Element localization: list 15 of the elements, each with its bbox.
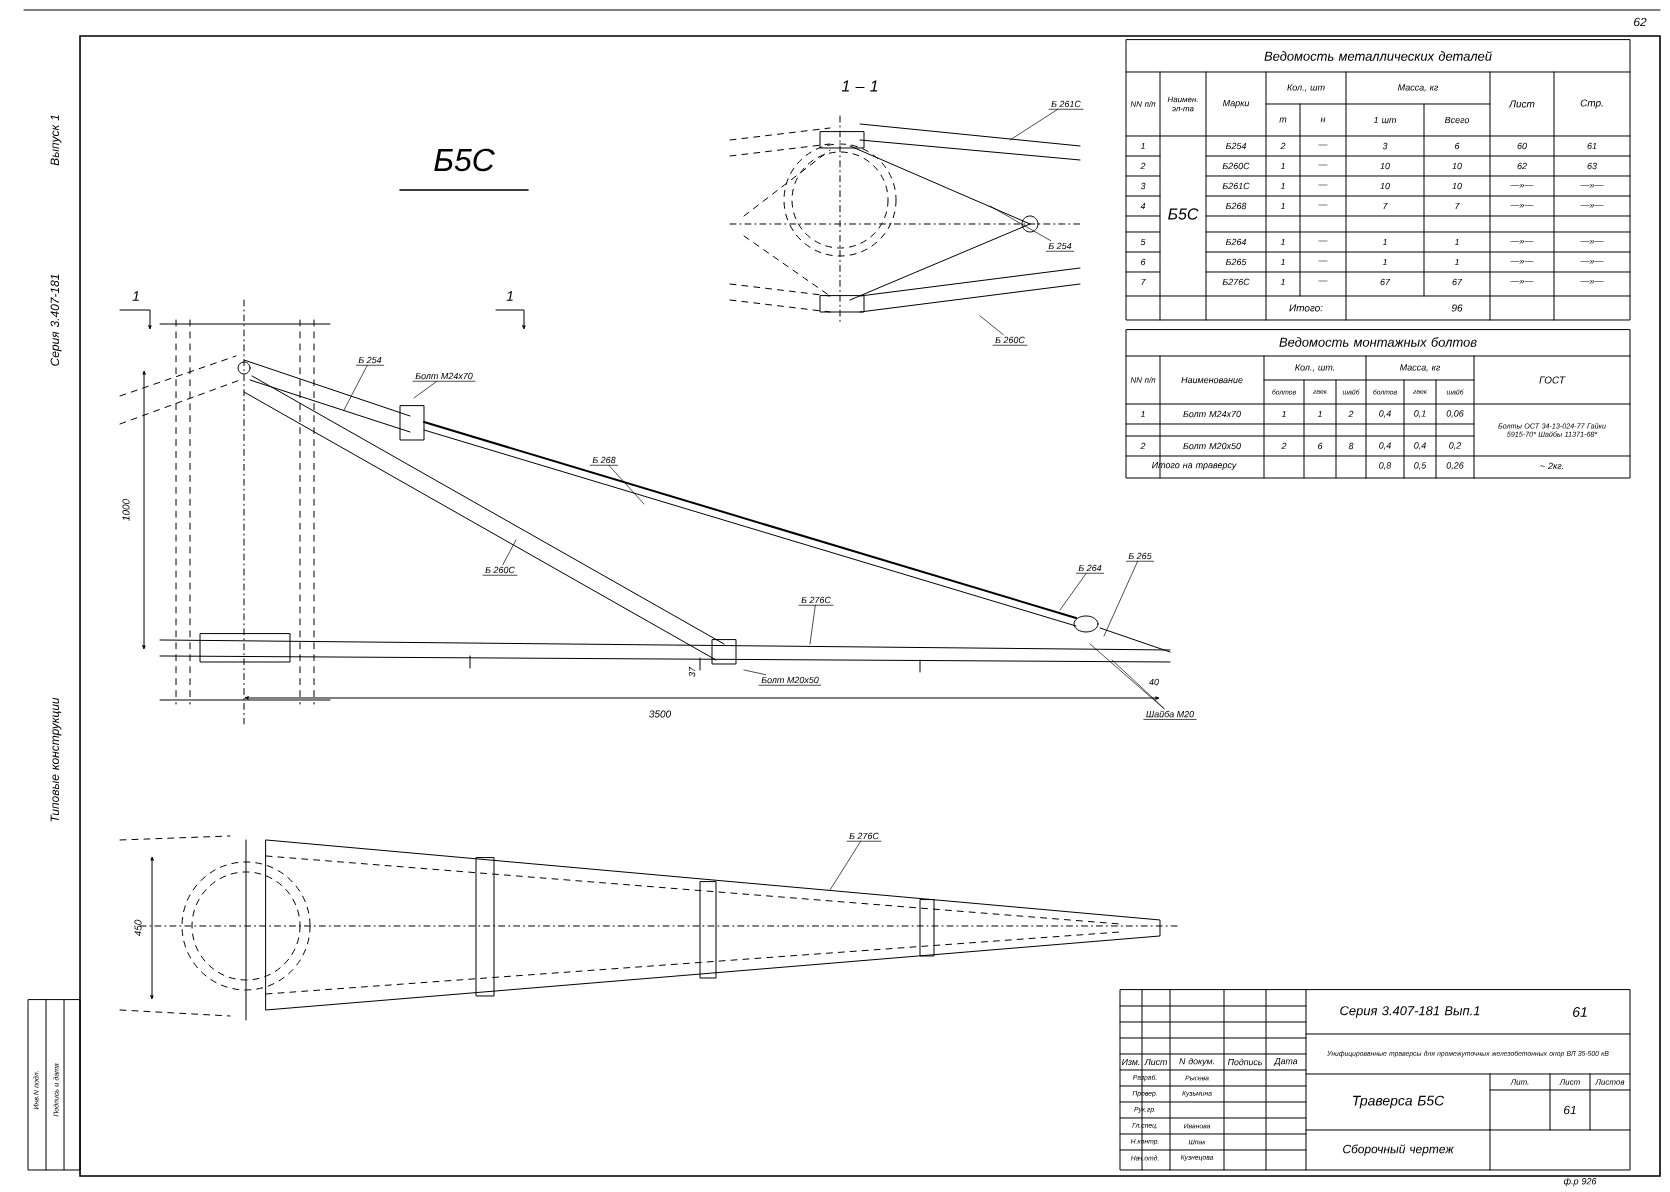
drawing-title: Б5С [399,148,529,191]
leader-line [502,539,517,566]
leader-line [1059,572,1087,611]
leader-line [1009,108,1059,141]
leader-line [343,364,368,411]
leader-line [1103,560,1138,637]
leader-line [413,380,438,399]
leader-line [829,840,862,891]
leader-line [979,315,1004,336]
leader-line [1089,643,1165,709]
leader-line [989,205,1052,242]
leader-line [608,464,645,505]
leader-line [1111,659,1165,709]
leader-line [743,669,767,676]
leader-line [809,604,816,645]
